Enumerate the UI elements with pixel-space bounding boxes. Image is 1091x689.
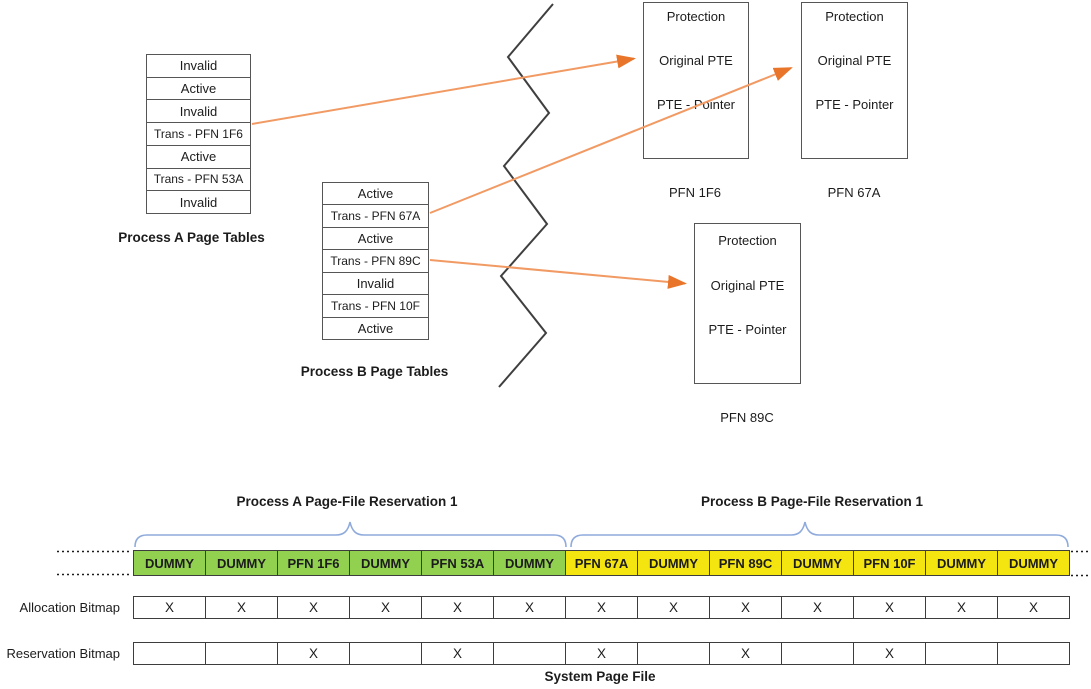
pte-entry: Active (147, 146, 250, 169)
allocation-mark: X (205, 596, 278, 619)
pfn-67a-box: Protection Original PTE PTE - Pointer (801, 2, 908, 159)
reservation-mark (925, 642, 998, 665)
pfn-89c-caption: PFN 89C (720, 410, 774, 425)
reservation-bitmap-row: X X X X X (133, 642, 1070, 665)
pte-entry: Trans - PFN 89C (323, 250, 428, 273)
reservation-mark: X (853, 642, 926, 665)
process-a-table-label: Process A Page Tables (118, 230, 265, 245)
system-page-file-label: System Page File (544, 669, 656, 684)
reservation-mark: X (565, 642, 638, 665)
pfn-field: Protection (666, 9, 726, 24)
pfn-1f6-caption: PFN 1F6 (668, 185, 721, 200)
brace-process-b (570, 521, 1069, 548)
pagefile-cell: PFN 89C (709, 550, 782, 576)
process-a-page-table: Invalid Active Invalid Trans - PFN 1F6 A… (146, 54, 251, 214)
pfn-field: Protection (718, 233, 777, 248)
pte-entry: Active (323, 183, 428, 206)
pagefile-cell: DUMMY (781, 550, 854, 576)
allocation-mark: X (781, 596, 854, 619)
pfn-field: Original PTE (710, 278, 785, 293)
brace-process-a (134, 521, 567, 548)
pfn-field: PTE - Pointer (815, 97, 894, 112)
pagefile-cell: DUMMY (205, 550, 278, 576)
pagefile-cell: DUMMY (493, 550, 566, 576)
allocation-mark: X (709, 596, 782, 619)
reservation-mark (133, 642, 206, 665)
allocation-mark: X (637, 596, 710, 619)
allocation-mark: X (349, 596, 422, 619)
allocation-bitmap-label: Allocation Bitmap (19, 600, 120, 615)
pagefile-cell: DUMMY (349, 550, 422, 576)
pte-entry: Trans - PFN 67A (323, 205, 428, 228)
pte-entry: Invalid (147, 55, 250, 78)
reservation-b-title: Process B Page-File Reservation 1 (700, 494, 924, 509)
reservation-mark: X (277, 642, 350, 665)
reservation-mark: X (421, 642, 494, 665)
pagefile-cell: PFN 67A (565, 550, 638, 576)
reservation-mark (637, 642, 710, 665)
pfn-field: PTE - Pointer (708, 322, 787, 337)
process-b-table-label: Process B Page Tables (300, 364, 449, 379)
pfn-89c-box: Protection Original PTE PTE - Pointer (694, 223, 801, 384)
pfn-field: Protection (825, 9, 884, 24)
allocation-mark: X (277, 596, 350, 619)
pagefile-cell: PFN 1F6 (277, 550, 350, 576)
zigzag-divider (498, 3, 554, 388)
arrow-pfn-89c (429, 259, 687, 289)
pte-entry: Active (323, 228, 428, 251)
reservation-mark (493, 642, 566, 665)
pte-entry: Active (357, 320, 394, 336)
reservation-mark (997, 642, 1070, 665)
pfn-field: Original PTE (817, 53, 892, 68)
pte-entry: Invalid (179, 194, 218, 210)
arrow-pfn-1f6 (251, 54, 636, 125)
pfn-1f6-box: Protection Original PTE PTE - Pointer (643, 2, 749, 159)
pagefile-cell: DUMMY (925, 550, 998, 576)
page-file-strip: DUMMY DUMMY PFN 1F6 DUMMY PFN 53A DUMMY … (133, 550, 1070, 576)
allocation-mark: X (133, 596, 206, 619)
reservation-mark (781, 642, 854, 665)
pagefile-cell: DUMMY (997, 550, 1070, 576)
pfn-67a-caption: PFN 67A (827, 185, 881, 200)
allocation-mark: X (493, 596, 566, 619)
pfn-field: PTE - Pointer (656, 97, 736, 112)
pagefile-cell: DUMMY (637, 550, 710, 576)
allocation-mark: X (565, 596, 638, 619)
pte-entry: Invalid (323, 273, 428, 296)
pagefile-cell: PFN 10F (853, 550, 926, 576)
allocation-mark: X (997, 596, 1070, 619)
reservation-mark (349, 642, 422, 665)
pte-entry: Trans - PFN 53A (147, 169, 250, 192)
pfn-field: Original PTE (659, 53, 733, 68)
reservation-mark (205, 642, 278, 665)
reservation-a-title: Process A Page-File Reservation 1 (236, 494, 458, 509)
reservation-bitmap-label: Reservation Bitmap (6, 646, 120, 661)
allocation-mark: X (853, 596, 926, 619)
pagefile-cell: PFN 53A (421, 550, 494, 576)
pte-entry: Trans - PFN 10F (323, 295, 428, 318)
pte-entry: Trans - PFN 1F6 (147, 123, 250, 146)
allocation-mark: X (925, 596, 998, 619)
pte-entry: Invalid (147, 100, 250, 124)
allocation-mark: X (421, 596, 494, 619)
reservation-mark: X (709, 642, 782, 665)
pte-entry: Active (147, 78, 250, 101)
process-b-page-table: Active Trans - PFN 67A Active Trans - PF… (322, 182, 429, 340)
allocation-bitmap-row: X X X X X X X X X X X X X (133, 596, 1070, 619)
pagefile-cell: DUMMY (133, 550, 206, 576)
